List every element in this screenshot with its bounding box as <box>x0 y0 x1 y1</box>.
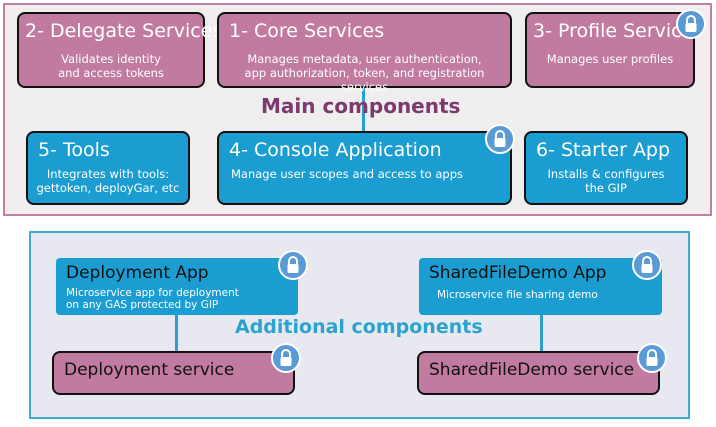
delegate-services-desc: Validates identity and access tokens <box>23 52 199 80</box>
lock-icon <box>676 9 706 39</box>
sharedfiledemo-service-box[interactable]: SharedFileDemo service <box>417 351 660 395</box>
desc-line: app authorization, token, and registrati… <box>244 66 485 94</box>
deployment-service-title: Deployment service <box>64 360 235 380</box>
profile-service-desc: Manages user profiles <box>531 52 689 66</box>
delegate-services-title: 2- Delegate Services <box>25 20 223 42</box>
starter-app-box[interactable]: 6- Starter App Installs & configures the… <box>524 131 688 205</box>
core-services-box[interactable]: 1- Core Services Manages metadata, user … <box>217 12 512 94</box>
profile-service-title: 3- Profile Service <box>533 20 694 42</box>
deployment-service-box[interactable]: Deployment service <box>52 351 295 395</box>
console-application-box[interactable]: 4- Console Application Manage user scope… <box>217 131 512 205</box>
sharedfiledemo-app-desc: Microservice file sharing demo <box>437 288 658 302</box>
starter-app-title: 6- Starter App <box>536 139 671 161</box>
console-application-desc: Manage user scopes and access to apps <box>231 167 506 181</box>
desc-line: Integrates with tools: <box>46 167 170 181</box>
console-application-title: 4- Console Application <box>229 139 442 161</box>
sharedfiledemo-app-title: SharedFileDemo App <box>429 263 607 283</box>
desc-line: Microservice file sharing demo <box>437 289 598 301</box>
delegate-services-box[interactable]: 2- Delegate Services Validates identity … <box>17 12 222 88</box>
starter-app-desc: Installs & configures the GIP <box>530 167 682 195</box>
core-services-desc: Manages metadata, user authentication, a… <box>223 52 506 94</box>
tools-box[interactable]: 5- Tools Integrates with tools: gettoken… <box>26 131 190 205</box>
lock-icon <box>637 343 667 373</box>
connector-shared <box>540 313 543 353</box>
deployment-app-desc: Microservice app for deployment on any G… <box>66 287 294 311</box>
desc-line: Manages user profiles <box>546 52 674 66</box>
desc-line: Manage user scopes and access to apps <box>231 167 463 181</box>
lock-icon <box>278 250 308 280</box>
main-components-label: Main components <box>261 94 461 118</box>
core-services-title: 1- Core Services <box>229 20 385 42</box>
desc-line: the GIP <box>585 181 627 195</box>
desc-line: gettoken, deployGar, etc <box>36 181 180 195</box>
desc-line: Installs & configures <box>547 167 665 181</box>
tools-desc: Integrates with tools: gettoken, deployG… <box>32 167 184 195</box>
desc-line: Manages metadata, user authentication, <box>247 52 482 66</box>
sharedfiledemo-app-box[interactable]: SharedFileDemo App Microservice file sha… <box>419 258 662 315</box>
additional-components-label: Additional components <box>235 316 483 338</box>
tools-title: 5- Tools <box>38 139 110 161</box>
connector-core-console <box>362 86 365 132</box>
lock-icon <box>271 343 301 373</box>
desc-line: Validates identity <box>61 52 161 66</box>
deployment-app-box[interactable]: Deployment App Microservice app for depl… <box>56 258 298 315</box>
profile-service-box[interactable]: 3- Profile Service Manages user profiles <box>525 12 695 88</box>
lock-icon <box>632 250 662 280</box>
deployment-app-title: Deployment App <box>66 263 209 283</box>
desc-line: Microservice app for deployment <box>66 287 239 299</box>
connector-deploy <box>175 313 178 353</box>
desc-line: and access tokens <box>58 66 164 80</box>
desc-line: on any GAS protected by GIP <box>66 299 219 311</box>
sharedfiledemo-service-title: SharedFileDemo service <box>429 360 635 380</box>
lock-icon <box>485 124 515 154</box>
